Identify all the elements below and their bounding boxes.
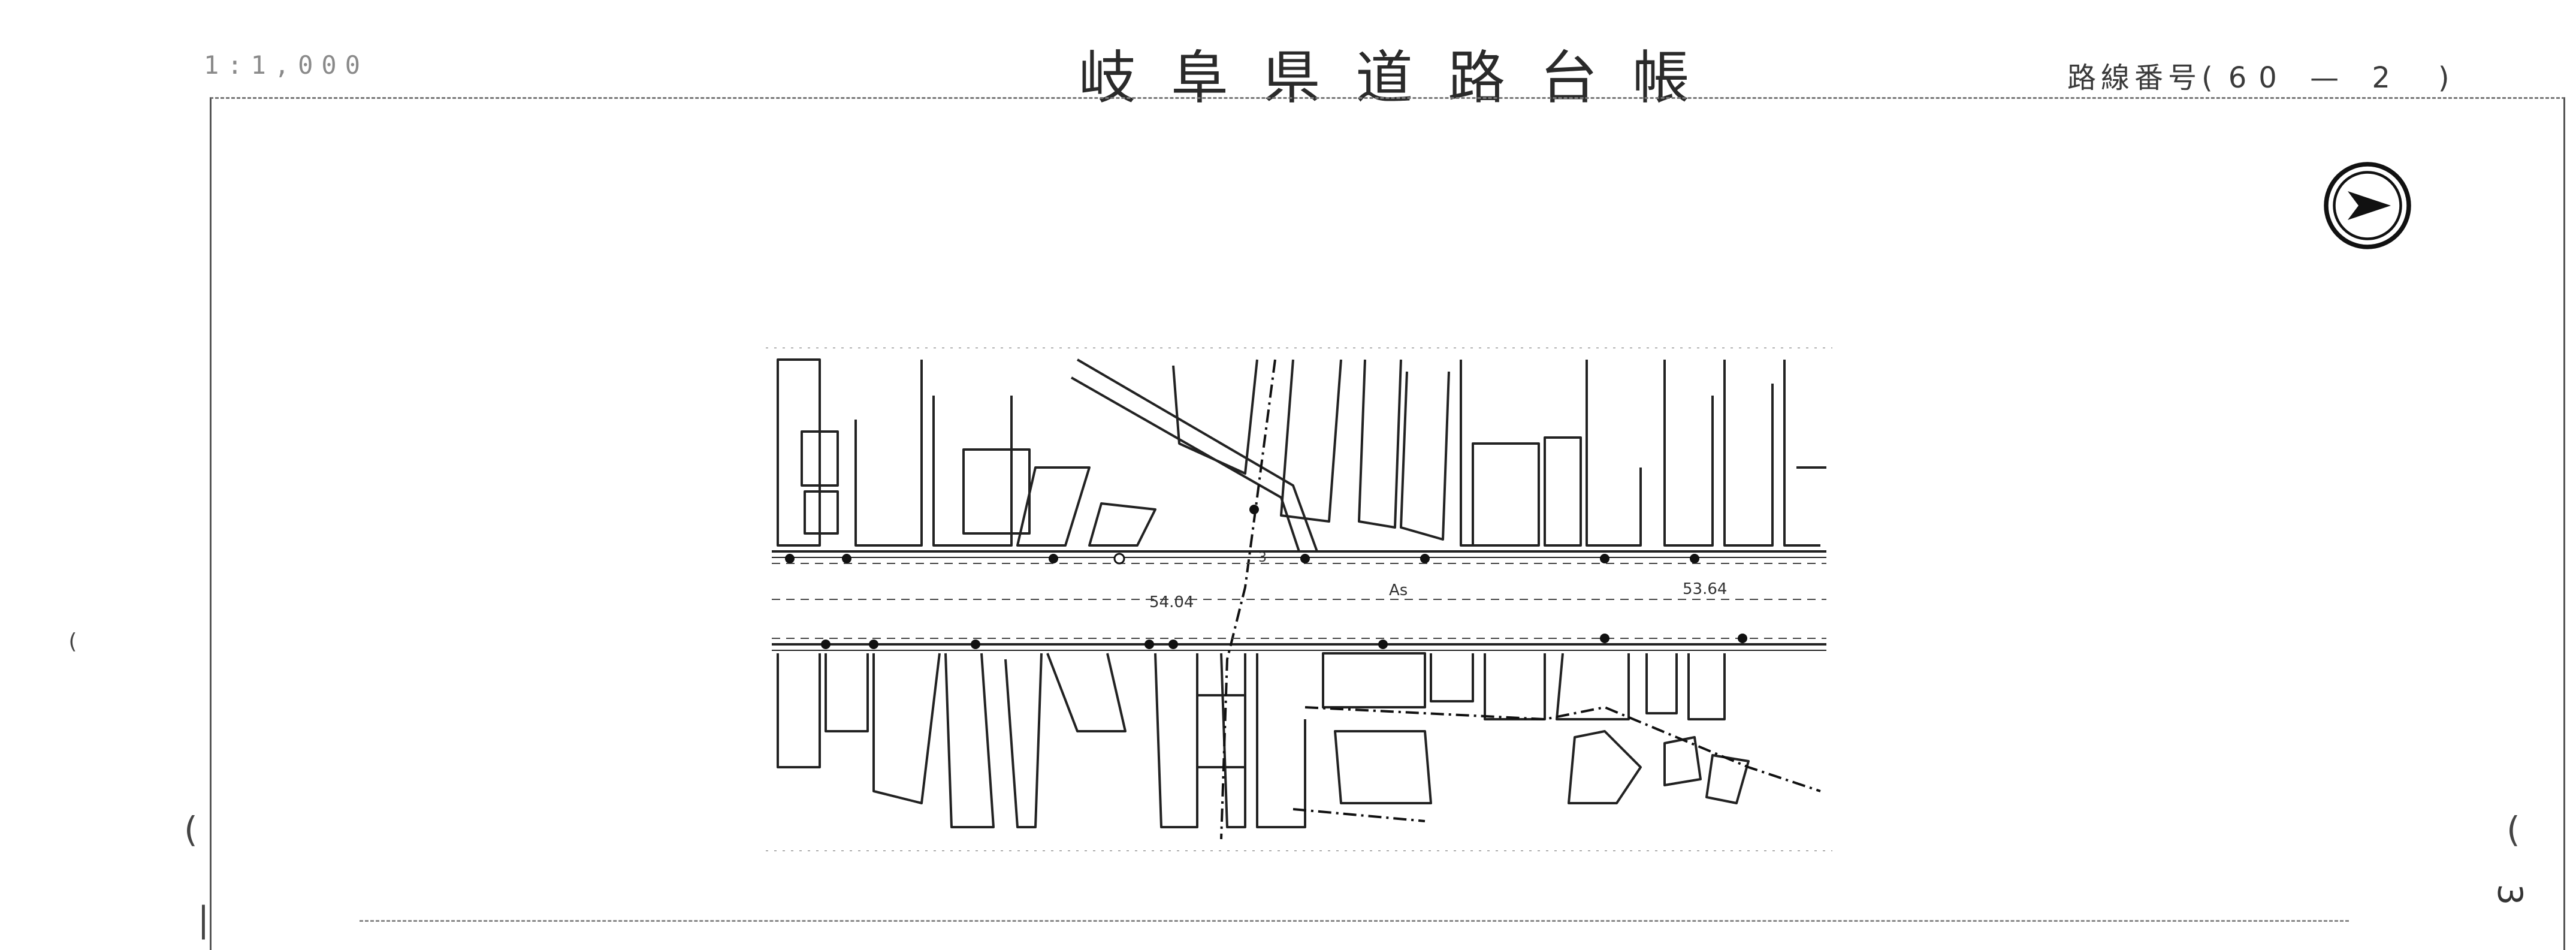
administrative-boundary bbox=[1304, 705, 1821, 792]
building bbox=[1586, 360, 1642, 547]
building bbox=[804, 490, 839, 535]
scale-label: 1:1,000 bbox=[204, 50, 369, 80]
building bbox=[1088, 502, 1156, 547]
survey-point bbox=[1738, 634, 1747, 643]
building bbox=[801, 430, 839, 487]
building bbox=[1196, 694, 1246, 768]
route-number-label: 路線番号( 60 — 2) bbox=[2067, 54, 2454, 96]
building bbox=[1004, 653, 1043, 828]
building bbox=[872, 653, 941, 804]
building bbox=[825, 653, 869, 732]
route-number: 60 — 2 bbox=[2228, 61, 2402, 95]
measure-label-right: 53.64 bbox=[1683, 580, 1728, 598]
survey-point bbox=[1144, 640, 1154, 649]
building bbox=[1687, 653, 1726, 720]
branch-road bbox=[1076, 358, 1318, 552]
building bbox=[854, 360, 923, 547]
building bbox=[1046, 653, 1127, 732]
building bbox=[1472, 442, 1540, 547]
building bbox=[1430, 653, 1474, 702]
binding-mark-left-bar: | bbox=[193, 899, 214, 940]
survey-point-open bbox=[1113, 553, 1125, 565]
map-sheet-frame bbox=[210, 97, 2565, 950]
building bbox=[777, 358, 821, 547]
survey-point bbox=[1600, 554, 1609, 563]
branch-road bbox=[1071, 376, 1300, 552]
building bbox=[1358, 359, 1402, 529]
survey-point bbox=[1420, 554, 1430, 563]
building bbox=[932, 396, 1013, 547]
binding-mark-left-small: ( bbox=[66, 629, 79, 654]
north-arrow-icon bbox=[2324, 162, 2411, 249]
survey-point bbox=[1378, 640, 1388, 649]
administrative-boundary bbox=[1220, 359, 1276, 840]
page-number-mark: 3 bbox=[2490, 883, 2529, 906]
survey-point bbox=[1300, 554, 1310, 563]
building bbox=[1663, 360, 1714, 547]
boundary-number-label: 3 bbox=[1258, 550, 1267, 565]
building bbox=[1544, 436, 1582, 547]
building bbox=[1280, 359, 1342, 523]
building bbox=[1460, 360, 1491, 547]
building bbox=[777, 653, 821, 768]
survey-point bbox=[971, 640, 980, 649]
route-label-text: 路線番号( bbox=[2067, 61, 2218, 95]
building bbox=[1723, 360, 1774, 547]
building bbox=[1154, 653, 1198, 828]
building bbox=[1705, 754, 1750, 804]
building bbox=[1256, 653, 1306, 828]
building bbox=[962, 448, 1031, 535]
building bbox=[944, 653, 995, 828]
building bbox=[1556, 653, 1630, 720]
building bbox=[1484, 653, 1546, 720]
document-title: 岐阜県道路台帳 bbox=[1079, 44, 1725, 111]
survey-point bbox=[869, 640, 878, 649]
building bbox=[1663, 736, 1702, 786]
binding-mark-left-paren: ( bbox=[180, 809, 201, 850]
measure-label-left: 54.04 bbox=[1149, 593, 1194, 611]
binding-mark-right-paren: ( bbox=[2502, 809, 2523, 850]
building bbox=[1400, 371, 1450, 541]
survey-point bbox=[1168, 640, 1178, 649]
building bbox=[1334, 730, 1432, 804]
surface-type-label: As bbox=[1389, 581, 1408, 599]
building bbox=[1783, 360, 1820, 547]
survey-point bbox=[821, 640, 831, 649]
route-label-close: ) bbox=[2438, 61, 2454, 95]
administrative-boundary bbox=[1292, 808, 1426, 822]
sheet-bottom-rule bbox=[360, 920, 2349, 922]
survey-point bbox=[785, 554, 795, 563]
building bbox=[1568, 730, 1642, 804]
building bbox=[1016, 466, 1091, 547]
survey-point bbox=[1049, 554, 1058, 563]
building bbox=[1322, 652, 1426, 708]
building bbox=[1645, 653, 1678, 714]
survey-point bbox=[1690, 554, 1699, 563]
survey-point bbox=[842, 554, 851, 563]
road-ledger-map bbox=[766, 348, 1832, 851]
survey-point bbox=[1249, 505, 1259, 514]
survey-point bbox=[1600, 634, 1609, 643]
